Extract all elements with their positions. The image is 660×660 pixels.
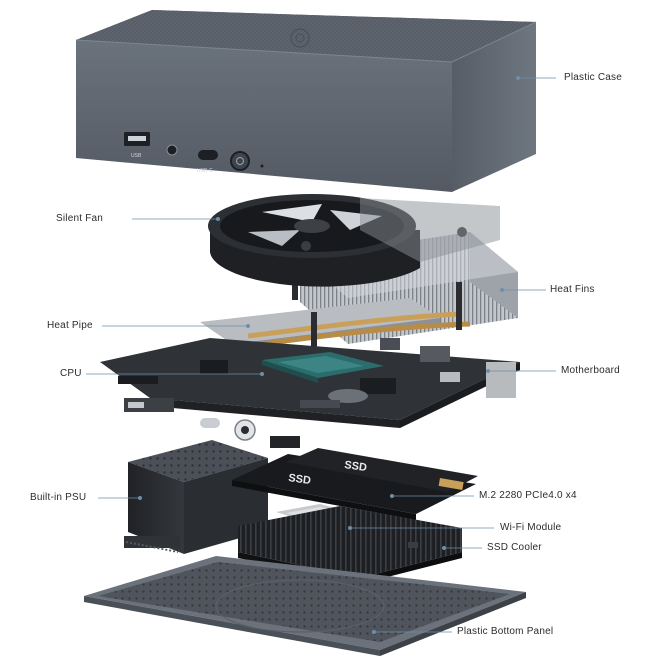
label-heat-fins: Heat Fins [550,284,595,295]
label-cpu: CPU [60,368,82,379]
silent-fan [208,194,500,287]
usb-c-port-label: USB-C [197,168,213,174]
label-m2-ssd: M.2 2280 PCIe4.0 x4 [479,490,577,501]
plastic-case: USB USB-C [75,10,537,192]
leader-lines [86,76,556,635]
label-heat-pipe: Heat Pipe [47,320,93,331]
label-plastic-case: Plastic Case [564,72,622,83]
label-built-in-psu: Built-in PSU [30,492,87,503]
heat-pipe [200,256,471,352]
usb-port-label: USB [131,153,142,159]
label-ssd-cooler: SSD Cooler [487,542,542,553]
m2-ssd-stack: SSD SSD [232,448,478,520]
label-motherboard: Motherboard [561,365,620,376]
label-plastic-bottom-panel: Plastic Bottom Panel [457,626,554,637]
label-silent-fan: Silent Fan [56,213,104,224]
ssd-marking-upper: SSD [344,459,368,474]
label-wifi-module: Wi-Fi Module [500,522,562,533]
ssd-marking-lower: SSD [288,472,312,487]
cpu-chip [262,352,384,383]
plastic-bottom-panel [84,556,526,656]
